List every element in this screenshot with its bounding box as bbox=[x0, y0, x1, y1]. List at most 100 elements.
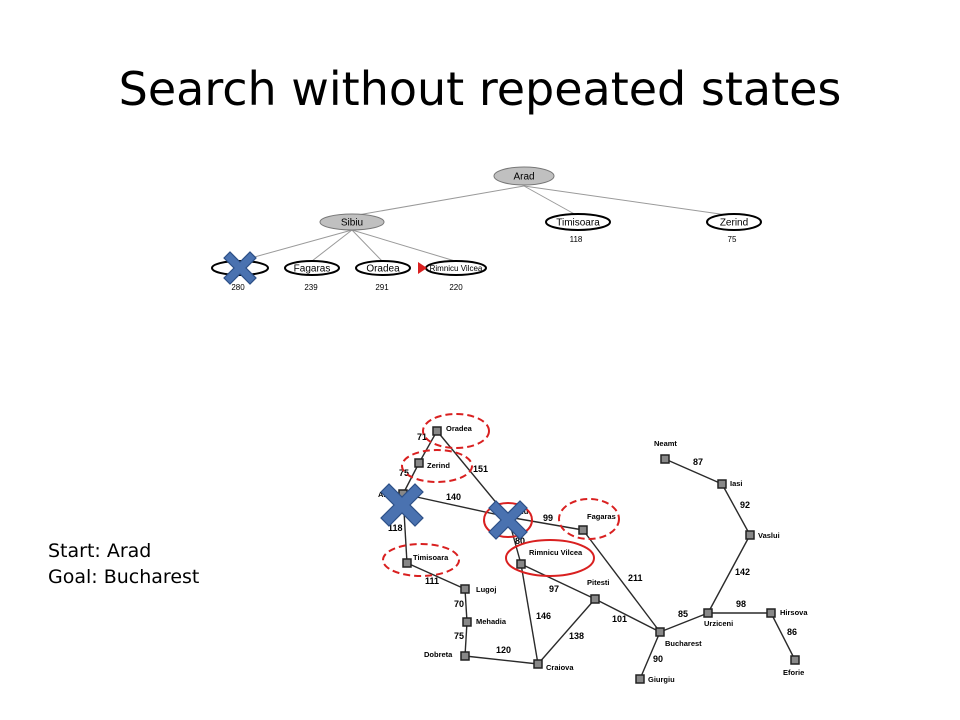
tree-node-fagaras: Fagaras 239 bbox=[284, 260, 340, 292]
city-label-dobreta: Dobreta bbox=[424, 650, 453, 659]
tree-node-shape bbox=[493, 166, 555, 186]
city-marker-mehadia bbox=[462, 617, 472, 627]
road bbox=[520, 563, 596, 600]
city-marker-vaslui bbox=[745, 530, 755, 540]
distance-label: 151 bbox=[473, 464, 488, 474]
road bbox=[594, 598, 661, 633]
cross-icon bbox=[488, 500, 528, 540]
road bbox=[639, 631, 661, 680]
road bbox=[659, 612, 709, 633]
tree-node-shape bbox=[706, 213, 762, 231]
road bbox=[464, 655, 539, 665]
city-label-mehadia: Mehadia bbox=[476, 617, 507, 626]
tree-node-label: Sibiu bbox=[341, 218, 363, 229]
goal-label: Goal: Bucharest bbox=[48, 566, 200, 588]
start-goal-block: Start: Arad Goal: Bucharest bbox=[48, 538, 199, 590]
distance-label: 86 bbox=[787, 627, 797, 637]
dashed-highlight-oradea bbox=[422, 413, 490, 449]
tree-node-label: Zerind bbox=[720, 218, 748, 229]
city-marker-timisoara bbox=[402, 558, 412, 568]
distance-label: 90 bbox=[653, 654, 663, 664]
dashed-highlight-zerind bbox=[401, 449, 473, 483]
tree-node-label: Rimnicu Vilcea bbox=[430, 264, 483, 273]
map-roads bbox=[402, 430, 796, 680]
road bbox=[520, 563, 539, 665]
distance-label: 146 bbox=[536, 611, 551, 621]
distance-label: 97 bbox=[549, 584, 559, 594]
city-marker-pitesti bbox=[590, 594, 600, 604]
distance-label: 87 bbox=[693, 457, 703, 467]
road bbox=[402, 493, 509, 518]
city-label-neamt: Neamt bbox=[654, 439, 677, 448]
distance-label: 75 bbox=[454, 631, 464, 641]
road bbox=[537, 598, 596, 665]
tree-node-label: Oradea bbox=[366, 264, 400, 275]
tree-node-label: Timisoara bbox=[556, 218, 600, 229]
tree-node-cost: 75 bbox=[728, 235, 737, 244]
distance-label: 92 bbox=[740, 500, 750, 510]
tree-node-cost: 118 bbox=[570, 235, 583, 244]
distance-label: 142 bbox=[735, 567, 750, 577]
tree-node-label: Arad bbox=[513, 172, 534, 183]
city-label-eforie: Eforie bbox=[783, 668, 804, 677]
distance-label: 138 bbox=[569, 631, 584, 641]
tree-node-rimnicu-vilcea: Rimnicu Vilcea 220 bbox=[418, 260, 487, 292]
tree-edge bbox=[351, 229, 383, 262]
city-label-giurgiu: Giurgiu bbox=[648, 675, 675, 684]
road bbox=[664, 458, 723, 485]
city-label-bucharest: Bucharest bbox=[665, 639, 702, 648]
distance-label: 85 bbox=[678, 609, 688, 619]
city-marker-lugoj bbox=[460, 584, 470, 594]
road bbox=[721, 483, 751, 536]
tree-edge bbox=[351, 229, 456, 262]
city-label-hirsova: Hirsova bbox=[780, 608, 808, 617]
road-distances: 71 75 151 140 118 111 70 75 120 99 80 97… bbox=[388, 432, 797, 664]
cross-icon bbox=[223, 251, 257, 285]
tree-node-shape bbox=[319, 213, 385, 231]
city-marker-hirsova bbox=[766, 608, 776, 618]
map-highlights bbox=[382, 413, 620, 577]
road bbox=[507, 516, 584, 531]
city-label-oradea: Oradea bbox=[446, 424, 473, 433]
distance-label: 99 bbox=[543, 513, 553, 523]
tree-node-cost: 291 bbox=[375, 283, 389, 292]
romania-map: 71 75 151 140 118 111 70 75 120 99 80 97… bbox=[378, 413, 808, 684]
city-marker-urziceni bbox=[703, 608, 713, 618]
tree-edge bbox=[311, 229, 353, 262]
city-marker-craiova bbox=[533, 659, 543, 669]
tree-node-cost: 220 bbox=[449, 283, 463, 292]
distance-label: 71 bbox=[417, 432, 427, 442]
city-label-lugoj: Lugoj bbox=[476, 585, 496, 594]
tree-edge bbox=[523, 185, 735, 217]
distance-label: 70 bbox=[454, 599, 464, 609]
distance-label: 101 bbox=[612, 614, 627, 624]
city-marker-rimnicu-vilcea bbox=[516, 559, 526, 569]
tree-node-oradea: Oradea 291 bbox=[355, 260, 411, 292]
road bbox=[406, 562, 466, 590]
selection-arrow-icon bbox=[418, 262, 427, 274]
solid-highlight-rimnicu-vilcea bbox=[505, 539, 595, 577]
city-label-timisoara: Timisoara bbox=[413, 553, 449, 562]
start-label: Start: Arad bbox=[48, 540, 152, 562]
distance-label: 211 bbox=[628, 573, 643, 583]
tree-node-timisoara: Timisoara 118 bbox=[545, 213, 611, 244]
city-label-zerind: Zerind bbox=[427, 461, 450, 470]
road bbox=[582, 529, 661, 633]
tree-node-zerind: Zerind 75 bbox=[706, 213, 762, 244]
tree-node-cost: 280 bbox=[231, 283, 245, 292]
city-label-arad: Ar bbox=[378, 490, 386, 499]
city-label-pitesti: Pitesti bbox=[587, 578, 610, 587]
city-marker-giurgiu bbox=[635, 674, 645, 684]
city-marker-iasi bbox=[717, 479, 727, 489]
city-label-urziceni: Urziceni bbox=[704, 619, 733, 628]
distance-label: 120 bbox=[496, 645, 511, 655]
distance-label: 111 bbox=[425, 576, 439, 586]
city-marker-zerind bbox=[414, 458, 424, 468]
dashed-highlight-timisoara bbox=[382, 543, 460, 577]
tree-edge bbox=[239, 229, 353, 262]
cross-icon bbox=[380, 483, 424, 527]
dashed-highlight-fagaras bbox=[558, 498, 620, 540]
slide-title: Search without repeated states bbox=[118, 62, 842, 116]
tree-node-cost: 239 bbox=[304, 283, 318, 292]
city-label-rimnicu-vilcea: Rimnicu Vilcea bbox=[529, 548, 583, 557]
